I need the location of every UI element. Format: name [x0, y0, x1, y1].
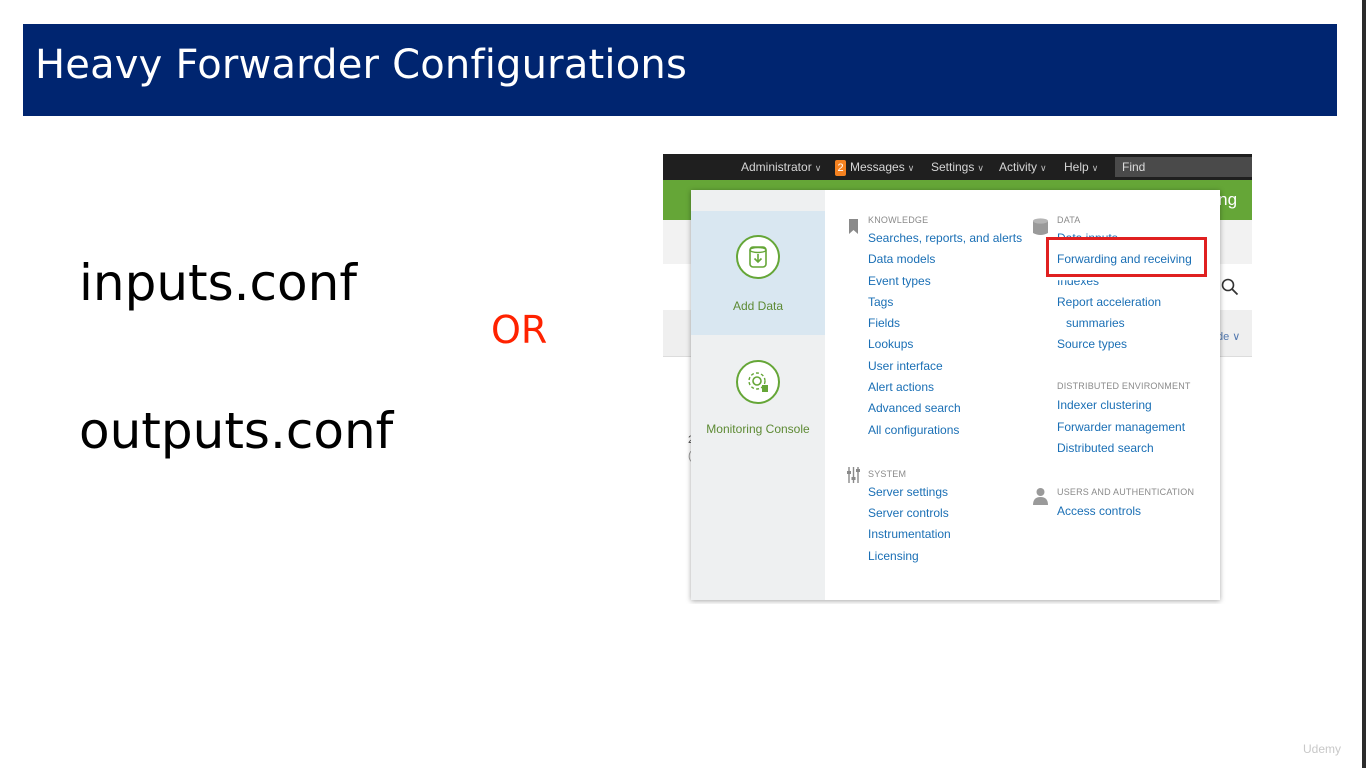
sliders-icon	[846, 466, 861, 489]
messages-label: Messages	[850, 160, 905, 174]
data-heading: DATA	[1057, 215, 1081, 225]
link-alert-actions[interactable]: Alert actions	[868, 380, 935, 394]
link-all-configurations[interactable]: All configurations	[868, 423, 960, 437]
udemy-watermark: Udemy	[1303, 742, 1342, 756]
background-text-fragment: (	[688, 450, 692, 462]
messages-badge: 2	[835, 159, 846, 176]
link-indexer-clustering[interactable]: Indexer clustering	[1057, 398, 1152, 412]
bookmark-icon	[849, 219, 858, 239]
user-icon	[1033, 487, 1048, 510]
link-tags[interactable]: Tags	[868, 295, 894, 309]
settings-menu[interactable]: Settings∨	[931, 154, 984, 180]
monitoring-console-tile[interactable]: Monitoring Console	[691, 350, 825, 474]
link-server-settings[interactable]: Server settings	[868, 485, 949, 499]
link-licensing[interactable]: Licensing	[868, 549, 919, 563]
link-distributed-search[interactable]: Distributed search	[1057, 441, 1154, 455]
slide-edge	[1362, 0, 1366, 768]
chevron-down-icon: ∨	[1040, 163, 1047, 173]
database-icon	[1033, 218, 1048, 241]
activity-menu[interactable]: Activity∨	[999, 154, 1047, 180]
find-input[interactable]: Find	[1115, 157, 1252, 177]
link-advanced-search[interactable]: Advanced search	[868, 401, 961, 415]
distributed-environment-heading: DISTRIBUTED ENVIRONMENT	[1057, 381, 1191, 391]
link-report-acceleration-summaries[interactable]: summaries	[1066, 316, 1125, 330]
title-bar: Heavy Forwarder Configurations	[23, 24, 1337, 116]
knowledge-heading: KNOWLEDGE	[868, 215, 929, 225]
chevron-down-icon: ∨	[907, 163, 915, 173]
link-searches-reports-alerts[interactable]: Searches, reports, and alerts	[868, 231, 1023, 245]
link-event-types[interactable]: Event types	[868, 274, 931, 288]
add-data-icon	[736, 235, 780, 279]
search-icon[interactable]	[1221, 278, 1239, 301]
users-auth-heading: USERS AND AUTHENTICATION	[1057, 487, 1195, 497]
link-server-controls[interactable]: Server controls	[868, 506, 949, 520]
settings-dropdown: Add Data Monitoring Console KNOWLEDGE Se…	[691, 190, 1220, 600]
settings-label: Settings	[931, 160, 975, 174]
slide-title: Heavy Forwarder Configurations	[35, 42, 687, 88]
link-data-inputs[interactable]: Data inputs	[1057, 231, 1118, 245]
system-heading: SYSTEM	[868, 469, 907, 479]
chevron-down-icon: ∨	[814, 163, 822, 173]
monitoring-console-icon	[736, 360, 780, 404]
highlight-annotation	[1046, 237, 1207, 277]
link-lookups[interactable]: Lookups	[868, 337, 914, 351]
add-data-label: Add Data	[732, 299, 784, 313]
link-report-acceleration[interactable]: Report acceleration	[1057, 295, 1162, 309]
mode-selector-fragment[interactable]: de ∨	[1217, 331, 1241, 343]
link-indexes[interactable]: Indexes	[1057, 274, 1100, 288]
link-instrumentation[interactable]: Instrumentation	[868, 527, 951, 541]
messages-menu[interactable]: 2 Messages∨	[835, 154, 914, 180]
administrator-menu[interactable]: Administrator∨	[741, 154, 821, 180]
link-fields[interactable]: Fields	[868, 316, 901, 330]
link-source-types[interactable]: Source types	[1057, 337, 1128, 351]
link-forwarder-management[interactable]: Forwarder management	[1057, 420, 1186, 434]
link-access-controls[interactable]: Access controls	[1057, 504, 1142, 518]
activity-label: Activity	[999, 160, 1038, 174]
or-label: OR	[491, 308, 548, 352]
outputs-conf-label: outputs.conf	[79, 402, 394, 460]
link-forwarding-and-receiving[interactable]: Forwarding and receiving	[1057, 252, 1192, 266]
help-menu[interactable]: Help∨	[1064, 154, 1098, 180]
help-label: Help	[1064, 160, 1089, 174]
administrator-label: Administrator	[741, 160, 812, 174]
monitoring-console-label: Monitoring Console	[706, 422, 810, 436]
inputs-conf-label: inputs.conf	[79, 254, 357, 312]
chevron-down-icon: ∨	[977, 163, 984, 173]
chevron-down-icon: ∨	[1091, 163, 1099, 173]
link-user-interface[interactable]: User interface	[868, 359, 943, 373]
add-data-tile[interactable]: Add Data	[691, 211, 825, 335]
link-data-models[interactable]: Data models	[868, 252, 936, 266]
dropdown-left-pane: Add Data Monitoring Console	[691, 190, 825, 600]
